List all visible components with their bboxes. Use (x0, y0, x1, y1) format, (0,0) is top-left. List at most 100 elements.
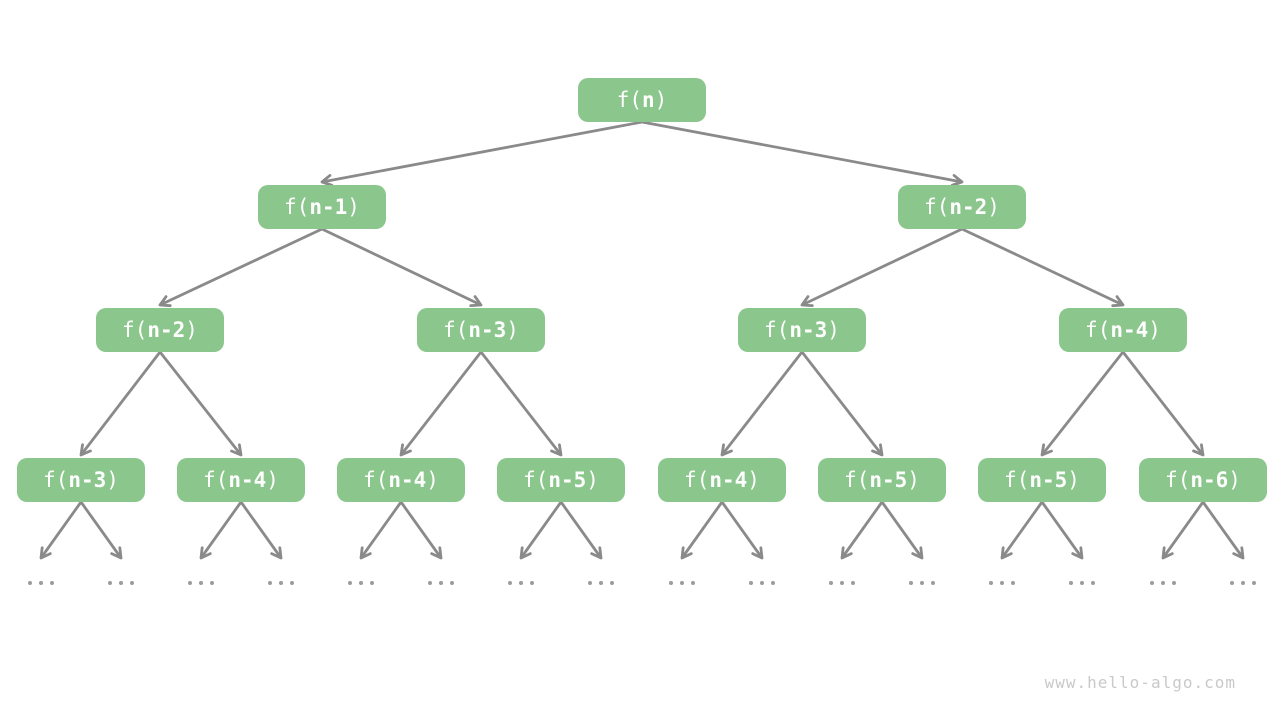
node-label-argument: n-5 (1029, 467, 1068, 492)
leaf-dot (909, 581, 913, 585)
leaf-dot (428, 581, 432, 585)
leaf-dot (680, 581, 684, 585)
watermark: www.hello-algo.com (1044, 673, 1236, 692)
node-label-argument: n-2 (949, 194, 988, 219)
tree-node-b1-level-3: f(n-2) (96, 308, 224, 352)
tree-node-c7-level-4: f(n-5) (978, 458, 1106, 502)
node-label-argument: n-3 (468, 317, 507, 342)
leaf-dot (370, 581, 374, 585)
leaf-dot (610, 581, 614, 585)
tree-edge (559, 501, 603, 560)
leaf-dot (210, 581, 214, 585)
node-label-suffix: ) (586, 467, 599, 492)
node-label-suffix: ) (1067, 467, 1080, 492)
tree-edge (399, 351, 483, 457)
ellipsis-leaf (508, 581, 534, 585)
leaf-dot (1000, 581, 1004, 585)
tree-node-root-level-1: f(n) (578, 78, 706, 122)
leaf-dot (268, 581, 272, 585)
tree-edge (519, 501, 563, 560)
node-label-prefix: f( (844, 467, 870, 492)
tree-node-b4-level-3: f(n-4) (1059, 308, 1187, 352)
node-label-prefix: f( (284, 194, 310, 219)
leaf-dot (1080, 581, 1084, 585)
tree-edge (399, 501, 443, 560)
node-label-prefix: f( (924, 194, 950, 219)
leaf-dot (1252, 581, 1256, 585)
tree-edge (720, 351, 804, 457)
node-label-prefix: f( (1085, 317, 1111, 342)
tree-node-c5-level-4: f(n-4) (658, 458, 786, 502)
leaf-dot (519, 581, 523, 585)
node-label-suffix: ) (1228, 467, 1241, 492)
leaf-dot (1161, 581, 1165, 585)
leaf-dot (760, 581, 764, 585)
leaf-dot (439, 581, 443, 585)
leaf-dot (691, 581, 695, 585)
leaf-dot (669, 581, 673, 585)
tree-edge (641, 120, 964, 187)
ellipsis-leaf (669, 581, 695, 585)
ellipsis-leaf (829, 581, 855, 585)
tree-edge (840, 501, 884, 560)
tree-node-c1-level-4: f(n-3) (17, 458, 145, 502)
tree-edge (79, 501, 123, 560)
tree-edge (320, 120, 643, 187)
ellipsis-leaf (749, 581, 775, 585)
leaf-dot (771, 581, 775, 585)
leaf-dot (1091, 581, 1095, 585)
tree-edge (1121, 351, 1205, 457)
node-label-prefix: f( (764, 317, 790, 342)
leaf-dot (1150, 581, 1154, 585)
tree-edge (720, 501, 764, 560)
node-label-suffix: ) (185, 317, 198, 342)
tree-edge (479, 351, 563, 457)
leaf-dot (508, 581, 512, 585)
tree-edge (39, 501, 83, 560)
leaf-dot (1241, 581, 1245, 585)
ellipsis-leaf (1150, 581, 1176, 585)
node-label-prefix: f( (443, 317, 469, 342)
tree-edge (1201, 501, 1245, 560)
tree-node-a1-level-2: f(n-1) (258, 185, 386, 229)
tree-edge (359, 501, 403, 560)
node-label-argument: n-5 (869, 467, 908, 492)
leaf-dot (199, 581, 203, 585)
tree-node-b2-level-3: f(n-3) (417, 308, 545, 352)
ellipsis-leaf (1230, 581, 1256, 585)
node-label-argument: n (641, 87, 655, 112)
node-label-suffix: ) (506, 317, 519, 342)
tree-edge (680, 501, 724, 560)
tree-edge (880, 501, 924, 560)
tree-edge (79, 351, 162, 457)
tree-node-c2-level-4: f(n-4) (177, 458, 305, 502)
node-label-suffix: ) (426, 467, 439, 492)
leaf-dot (749, 581, 753, 585)
leaf-dot (588, 581, 592, 585)
node-label-suffix: ) (747, 467, 760, 492)
leaf-dot (989, 581, 993, 585)
leaf-dot (599, 581, 603, 585)
leaf-dot (188, 581, 192, 585)
node-label-prefix: f( (523, 467, 549, 492)
node-label-suffix: ) (987, 194, 1000, 219)
tree-node-b3-level-3: f(n-3) (738, 308, 866, 352)
tree-node-c6-level-4: f(n-5) (818, 458, 946, 502)
leaf-dot (39, 581, 43, 585)
node-label-argument: n-4 (1110, 317, 1149, 342)
leaf-dot (50, 581, 54, 585)
tree-edge (158, 351, 243, 457)
ellipsis-leaf (108, 581, 134, 585)
leaf-dot (1011, 581, 1015, 585)
ellipsis-leaf (909, 581, 935, 585)
tree-node-a2-level-2: f(n-2) (898, 185, 1026, 229)
node-label-suffix: ) (106, 467, 119, 492)
node-label-argument: n-6 (1190, 467, 1229, 492)
leaf-dot (279, 581, 283, 585)
tree-edge (1161, 501, 1205, 560)
ellipsis-leaf (268, 581, 294, 585)
ellipsis-leaf (989, 581, 1015, 585)
tree-edge (1040, 501, 1084, 560)
leaf-dot (108, 581, 112, 585)
